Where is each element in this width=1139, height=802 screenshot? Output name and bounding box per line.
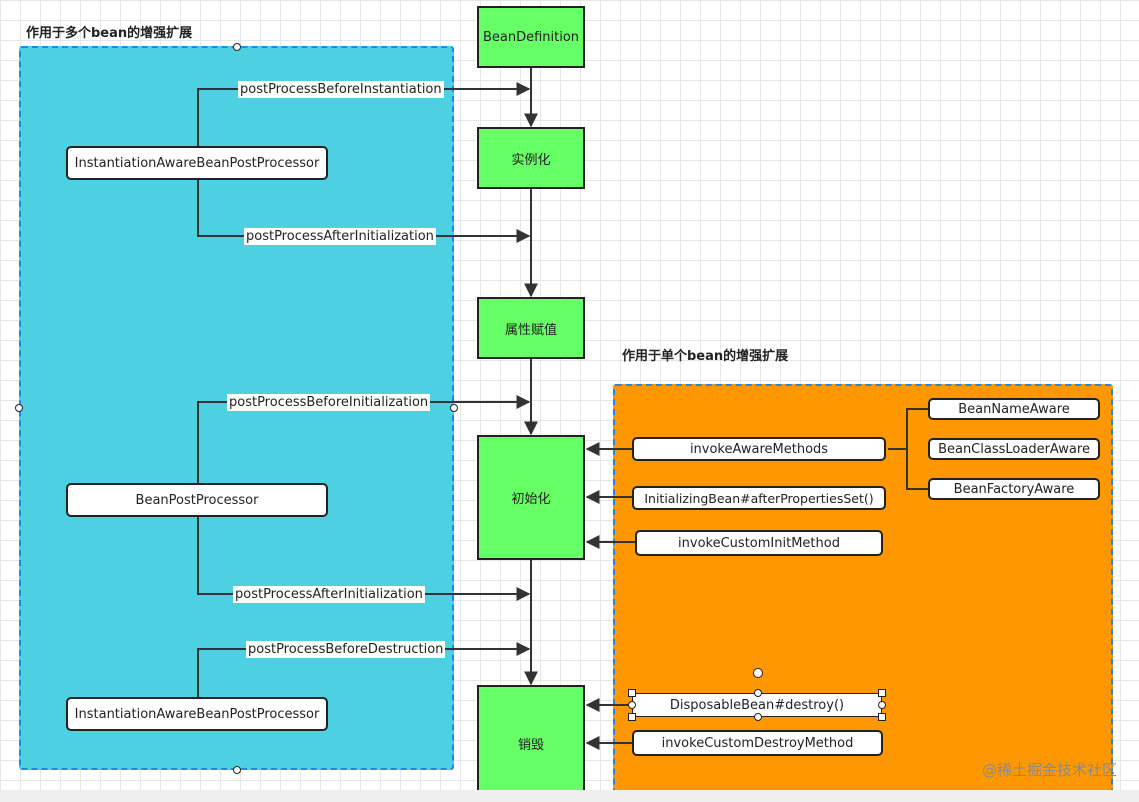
stage-instantiation[interactable]: 实例化 [477, 127, 585, 189]
initializing-bean-box[interactable]: InitializingBean#afterPropertiesSet() [632, 486, 886, 510]
stage-destruction[interactable]: 销毁 [477, 685, 585, 801]
label-after-initialization-1: postProcessAfterInitialization [244, 228, 436, 245]
resize-handle-disposable-w[interactable] [628, 701, 636, 709]
watermark: @稀土掘金技术社区 [981, 761, 1117, 779]
resize-handle-left[interactable] [15, 404, 23, 412]
bean-name-aware-box[interactable]: BeanNameAware [928, 398, 1100, 420]
invoke-custom-destroy-method-box[interactable]: invokeCustomDestroyMethod [632, 730, 883, 756]
resize-handle-right[interactable] [450, 404, 458, 412]
resize-handle-disposable-nw[interactable] [628, 689, 636, 697]
instantiation-aware-processor-bottom[interactable]: InstantiationAwareBeanPostProcessor [66, 697, 328, 731]
resize-handle-disposable-sw[interactable] [628, 713, 636, 721]
stage-bean-definition[interactable]: BeanDefinition [477, 6, 585, 68]
label-before-initialization: postProcessBeforeInitialization [227, 394, 431, 411]
resize-handle-disposable-ne[interactable] [878, 689, 886, 697]
instantiation-aware-processor-top[interactable]: InstantiationAwareBeanPostProcessor [66, 146, 328, 180]
single-bean-region-title: 作用于单个bean的增强扩展 [622, 349, 789, 364]
multi-bean-region-title: 作用于多个bean的增强扩展 [26, 26, 193, 41]
resize-handle-disposable-se[interactable] [878, 713, 886, 721]
aware-bracket [888, 408, 928, 490]
label-before-destruction: postProcessBeforeDestruction [246, 641, 446, 658]
resize-handle-bottom[interactable] [233, 766, 241, 774]
stage-populate-properties[interactable]: 属性赋值 [477, 297, 585, 359]
bean-factory-aware-box[interactable]: BeanFactoryAware [928, 478, 1100, 500]
invoke-aware-methods-box[interactable]: invokeAwareMethods [632, 437, 886, 461]
bean-post-processor[interactable]: BeanPostProcessor [66, 483, 328, 517]
resize-handle-disposable-n[interactable] [754, 689, 762, 697]
resize-handle-top[interactable] [233, 43, 241, 51]
disposable-bean-box[interactable]: DisposableBean#destroy() [632, 693, 882, 717]
invoke-custom-init-method-box[interactable]: invokeCustomInitMethod [635, 530, 883, 556]
rotate-handle[interactable] [753, 668, 763, 678]
bean-class-loader-aware-box[interactable]: BeanClassLoaderAware [928, 438, 1100, 460]
resize-handle-disposable-s[interactable] [754, 713, 762, 721]
stage-initialization[interactable]: 初始化 [477, 435, 585, 560]
resize-handle-disposable-e[interactable] [878, 701, 886, 709]
canvas-footer-band [0, 790, 1139, 802]
label-before-instantiation: postProcessBeforeInstantiation [238, 81, 444, 98]
label-after-initialization-2: postProcessAfterInitialization [233, 586, 425, 603]
